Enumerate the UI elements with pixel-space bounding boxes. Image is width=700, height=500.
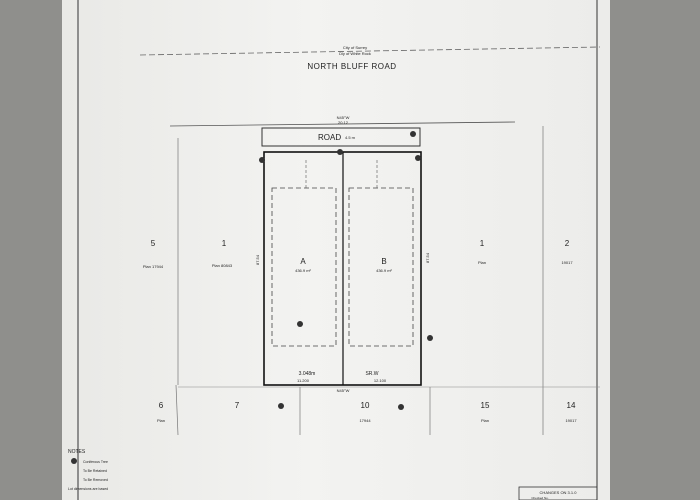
tree-icon (259, 157, 265, 163)
lot-1-right-plan: Plan (478, 260, 486, 265)
road-centerline (139, 46, 601, 56)
bottom-left-dim: 11.200 (297, 378, 310, 383)
lot-b-letter: B (381, 257, 386, 266)
notes-item-3: To Be Removed (83, 478, 108, 482)
lane-label: ROAD (318, 133, 341, 142)
lot-5-number: 5 (151, 239, 156, 248)
envelope-b (348, 187, 414, 347)
title-block-label: CHANGES ON 3.1.0 (540, 490, 578, 495)
road-name: NORTH BLUFF ROAD (307, 62, 396, 71)
lot-10-number: 10 (361, 401, 370, 410)
lot-a-area: 436.9 m² (295, 268, 311, 273)
road-small-note: City of Surrey (343, 45, 367, 50)
lot-14-plan: 19017 (565, 418, 577, 423)
lot-7-number: 7 (235, 401, 240, 410)
tree-icon (278, 403, 284, 409)
tree-icon (415, 155, 421, 161)
tree-icon (297, 321, 303, 327)
lane-strip (261, 127, 421, 147)
lot-15-number: 15 (481, 401, 490, 410)
lot-10-plan: 17944 (359, 418, 371, 423)
road-small-note-2: Dly of White Rock (339, 51, 371, 56)
notes-item-1: Coniferous Tree (83, 460, 108, 464)
tree-icon (427, 335, 433, 341)
tree-icon (337, 149, 343, 155)
lot-14-number: 14 (567, 401, 576, 410)
lot-2-number: 2 (565, 239, 570, 248)
title-block-sub: Checked No. (531, 496, 549, 500)
bottom-right-dim: 12.100 (374, 378, 387, 383)
lot-15-plan: Plan (481, 418, 489, 423)
lot-1-left-number: 1 (222, 239, 227, 248)
lot-1-right-number: 1 (480, 239, 485, 248)
bottom-split-dimension: 3.048m (299, 371, 316, 377)
top-bearing: N45°W (337, 115, 350, 120)
title-block (518, 486, 598, 500)
notes-item-2: To Be Retained (83, 469, 107, 473)
lot-6-number: 6 (159, 401, 164, 410)
top-distance: 20.12 (338, 120, 349, 125)
lot-line-bl (175, 384, 179, 436)
lot-6-plan: Plan (157, 418, 165, 423)
lot-1-left-plan: Plan 80843 (212, 263, 233, 268)
lot-5-plan: Plan 17944 (143, 264, 164, 269)
lot-b-area: 436.9 m² (376, 268, 392, 273)
notes-title: NOTES (68, 449, 86, 455)
bottom-plan-label: SR.W (365, 371, 378, 377)
right-side-dim: 87.54 (425, 252, 430, 263)
lot-2-plan: 19017 (561, 260, 573, 265)
lane-width: 4.5 m (345, 135, 356, 140)
envelope-a (271, 187, 337, 347)
survey-sheet (62, 0, 610, 500)
tree-icon (410, 131, 416, 137)
road-south-edge (169, 121, 516, 127)
lot-a-letter: A (300, 257, 306, 266)
left-side-dim: 87.54 (255, 254, 260, 265)
notes-item-4: Lot dimensions are based (68, 487, 108, 491)
bottom-total-dim: N45°W (337, 388, 350, 393)
tree-icon (71, 458, 77, 464)
tree-icon (398, 404, 404, 410)
